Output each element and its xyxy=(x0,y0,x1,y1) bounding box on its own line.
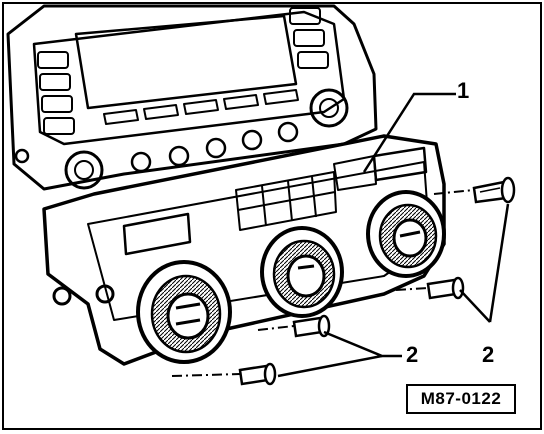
radio-round-buttons xyxy=(130,121,299,173)
callout-2-lower-label: 2 xyxy=(406,342,419,367)
radio-right-buttons xyxy=(289,7,329,69)
callout-1-label: 1 xyxy=(457,78,470,103)
centre-button-block xyxy=(235,171,337,231)
screw-top-right xyxy=(472,176,516,204)
exploded-view-drawing xyxy=(6,4,516,386)
callout-leader-lines xyxy=(277,92,510,378)
radio-left-buttons xyxy=(37,51,75,135)
diagram-frame: 1 2 2 M87-0122 xyxy=(2,2,542,430)
figure-id-label: M87-0122 xyxy=(420,389,502,408)
left-temperature-knob xyxy=(136,260,232,364)
callout-2-right-label: 2 xyxy=(482,342,495,367)
fan-speed-knob xyxy=(260,226,344,318)
radio-volume-knob xyxy=(64,150,104,190)
installation-axis-lines xyxy=(171,189,475,377)
screw-centre-lower xyxy=(292,314,331,338)
left-panel-display xyxy=(122,212,192,256)
radio-display xyxy=(74,14,298,110)
radio-soft-keys xyxy=(103,89,299,125)
screw-bottom-left xyxy=(238,362,277,386)
air-distribution-knob xyxy=(366,190,446,278)
radio-tune-knob xyxy=(309,88,349,128)
figure-id-box: M87-0122 xyxy=(406,384,516,414)
radio-unit xyxy=(6,4,378,191)
screw-right-middle xyxy=(426,276,465,300)
